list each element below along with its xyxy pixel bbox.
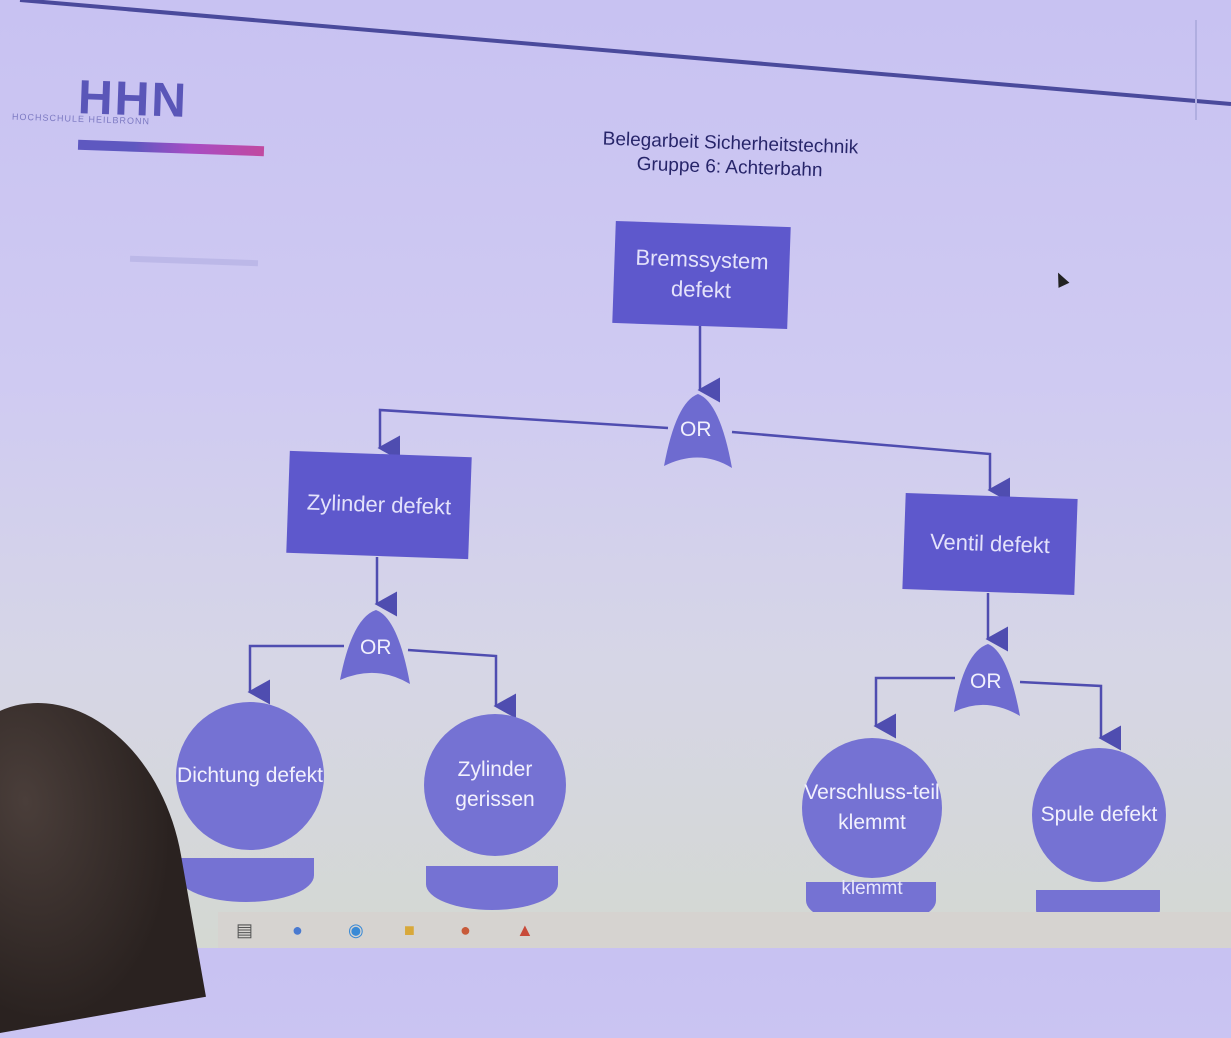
basic-event-circle: Spule defekt <box>1032 748 1166 882</box>
basic-event-circle: Zylinder gerissen <box>424 714 566 856</box>
or-gate-label: OR <box>970 670 1002 693</box>
or-gate-label: OR <box>360 636 392 659</box>
fault-tree-connectors <box>247 326 1121 751</box>
taskbar <box>218 912 1231 948</box>
basic-event-circle: Verschluss-teil klemmt <box>802 738 942 878</box>
event-base-shape <box>426 866 558 910</box>
chrome-icon[interactable]: ● <box>292 920 303 940</box>
or-gate-label: OR <box>680 418 712 441</box>
intermediate-event-box: Ventil defekt <box>902 493 1078 595</box>
skype-icon[interactable]: ◉ <box>348 920 364 940</box>
event-base-shape <box>178 858 314 902</box>
app-icon[interactable]: ▲ <box>516 920 534 940</box>
folder-icon[interactable]: ■ <box>404 920 415 940</box>
top-event-box: Bremssystem defekt <box>612 220 791 330</box>
slide-border <box>19 0 1231 120</box>
basic-event-circle: Dichtung defekt <box>176 702 324 850</box>
taskview-icon[interactable]: ▤ <box>236 920 254 940</box>
event-base-label: klemmt <box>841 878 903 899</box>
intermediate-event-box: Zylinder defekt <box>286 450 472 560</box>
powerpoint-icon[interactable]: ● <box>460 920 471 940</box>
